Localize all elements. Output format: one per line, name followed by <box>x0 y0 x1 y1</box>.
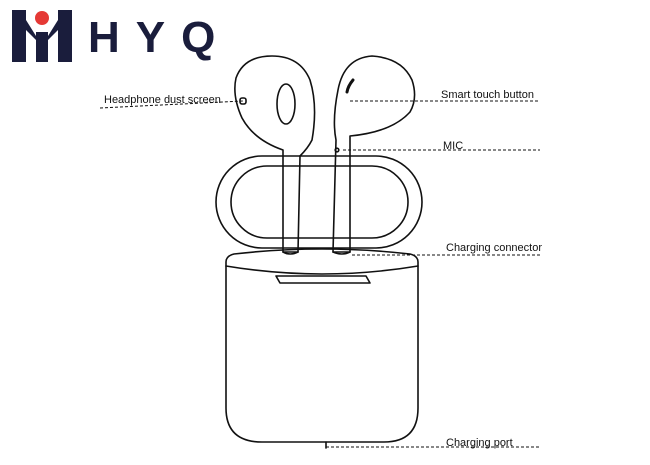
left-earbud <box>234 55 316 255</box>
case-lid <box>215 155 423 249</box>
right-earbud <box>332 55 416 255</box>
label-smart-touch-button: Smart touch button <box>441 89 534 101</box>
label-charging-connector: Charging connector <box>446 242 543 254</box>
brand-logo: HYQ <box>10 6 240 66</box>
label-mic: MIC <box>443 140 464 152</box>
label-charging-port: Charging port <box>446 437 513 449</box>
label-headphone-dust-screen: Headphone dust screen <box>104 94 221 106</box>
brand-name: HYQ <box>88 13 232 62</box>
hyq-logo-icon <box>12 10 72 62</box>
case-body <box>225 248 419 449</box>
